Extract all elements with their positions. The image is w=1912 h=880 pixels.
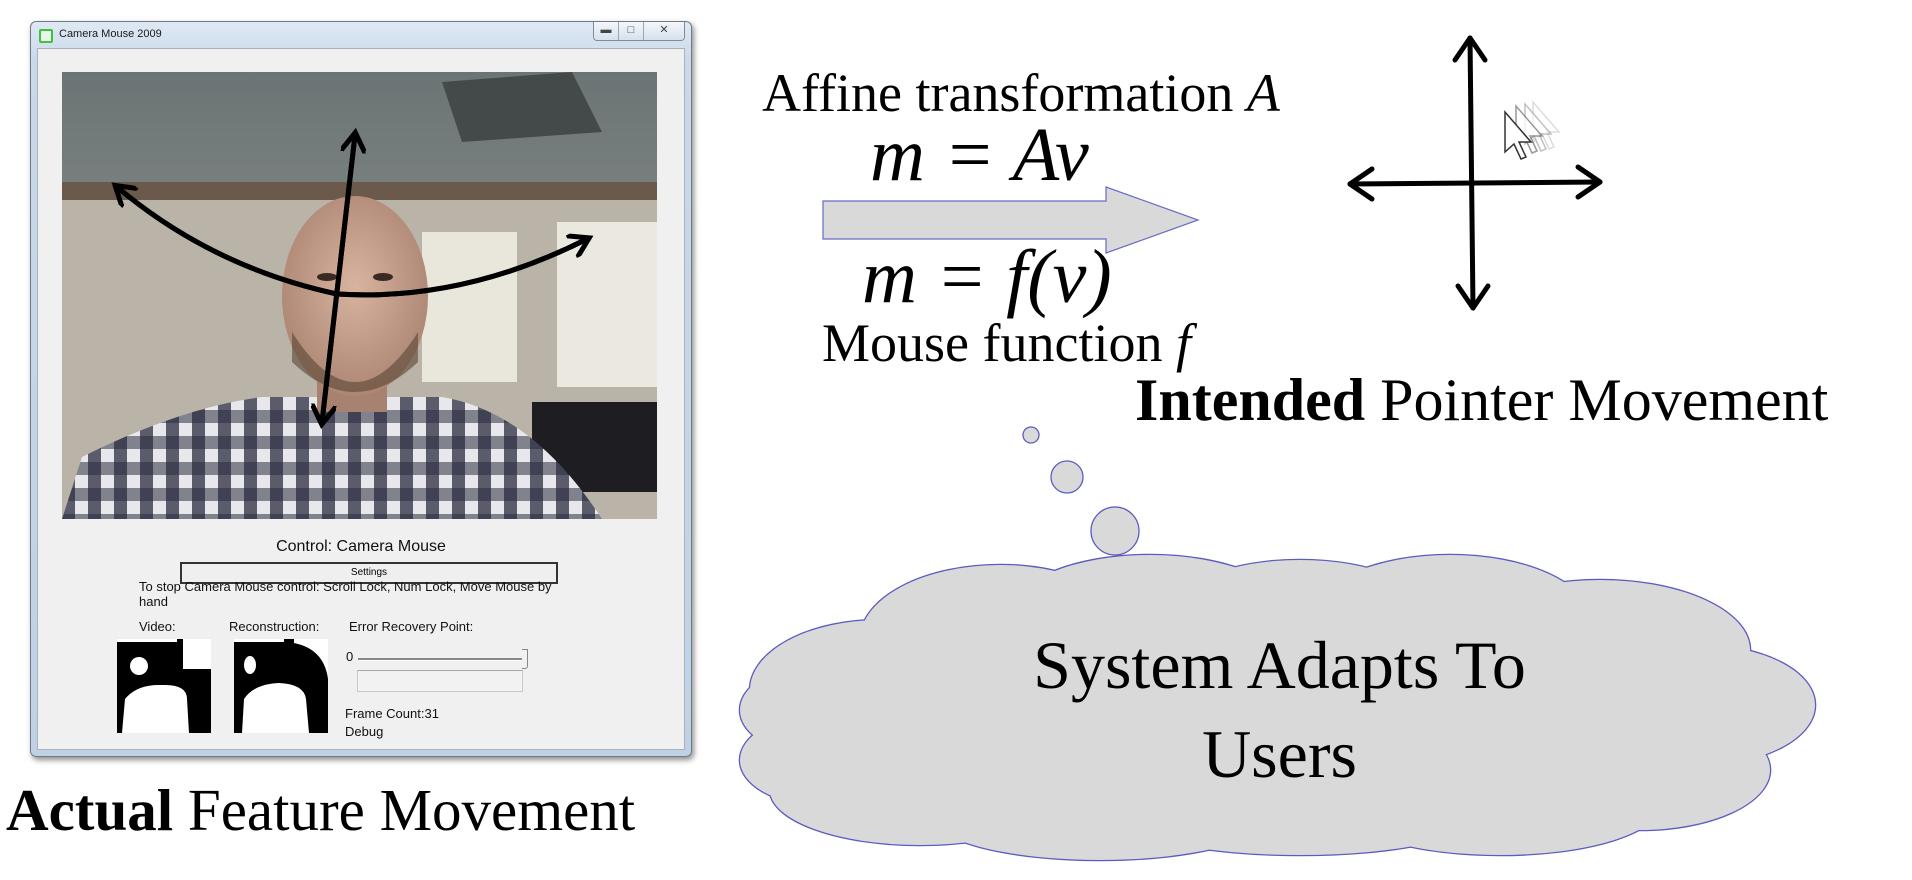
caption-rest: Feature Movement xyxy=(173,777,636,843)
mouse-function-label: Mouse function f xyxy=(822,312,1191,374)
window-client-area: Control: Camera Mouse Settings To stop C… xyxy=(37,48,685,750)
close-button[interactable]: ✕ xyxy=(643,22,684,40)
error-recovery-box xyxy=(357,670,523,692)
slider-min-label: 0 xyxy=(346,649,354,664)
wall-trim xyxy=(62,182,657,200)
error-recovery-label: Error Recovery Point: xyxy=(349,619,474,634)
window-controls: ▬ □ ✕ xyxy=(593,22,685,41)
horizontal-axis-arrow xyxy=(1347,179,1603,187)
cloud-lobe-fill xyxy=(740,670,860,750)
pointer-movement-axes xyxy=(1347,35,1603,311)
beard xyxy=(292,332,418,392)
cloud-text-line1: System Adapts To xyxy=(1033,627,1526,703)
debug-label: Debug xyxy=(345,724,384,739)
window-title: Camera Mouse 2009 xyxy=(59,28,162,40)
ceiling-light xyxy=(442,72,602,142)
webcam-scene xyxy=(62,72,657,519)
control-label: Control: Camera Mouse xyxy=(276,538,446,555)
intended-pointer-movement-caption: Intended Pointer Movement xyxy=(1135,366,1828,435)
affine-text: Affine transformation xyxy=(762,63,1247,123)
left-arrowhead-icon xyxy=(1347,166,1375,202)
up-arrowhead-icon xyxy=(1452,35,1488,63)
mouse-fn-text: Mouse function xyxy=(822,313,1176,373)
error-recovery-slider[interactable] xyxy=(358,658,526,661)
video-mask xyxy=(117,639,211,733)
horizontal-motion-arrow-left xyxy=(117,187,589,298)
equation-mouse-function: m = f(v) xyxy=(862,235,1112,319)
minimize-button[interactable]: ▬ xyxy=(594,22,618,40)
slider-thumb[interactable] xyxy=(522,649,528,669)
thought-bubble-large xyxy=(1090,506,1140,556)
equation-linear: m = Av xyxy=(870,113,1089,197)
intended-rest: Pointer Movement xyxy=(1365,367,1829,433)
reconstruction-label: Reconstruction: xyxy=(229,619,320,634)
intended-bold: Intended xyxy=(1135,367,1366,433)
left-eye xyxy=(317,273,337,281)
settings-button[interactable]: Settings xyxy=(180,562,558,584)
thought-bubble-small xyxy=(1022,426,1040,444)
maximize-button[interactable]: □ xyxy=(618,22,643,40)
shirt xyxy=(62,397,602,519)
mouse-fn-var: f xyxy=(1175,313,1191,373)
thought-bubble-medium xyxy=(1050,460,1084,494)
cursor-motion-trail-icon xyxy=(1504,99,1561,160)
frame-count: Frame Count:31 xyxy=(345,706,439,721)
video-thumbnail xyxy=(117,639,211,733)
right-arrow-shape xyxy=(822,186,1200,254)
transform-arrow xyxy=(822,186,1200,254)
reconstruction-thumbnail xyxy=(234,639,328,733)
vertical-axis-arrow xyxy=(1467,35,1476,311)
video-label: Video: xyxy=(139,619,176,634)
cloud-lobe-fill xyxy=(830,620,1670,820)
mouse-cursor-icon xyxy=(1504,109,1533,160)
caption-bold: Actual xyxy=(6,777,174,843)
stop-instructions-line2: hand xyxy=(139,594,168,609)
app-icon xyxy=(39,29,53,43)
webcam-video-feed xyxy=(62,72,657,519)
camera-mouse-window: Camera Mouse 2009 ▬ □ ✕ xyxy=(30,21,692,757)
right-eye xyxy=(373,273,393,281)
affine-var: A xyxy=(1246,63,1280,123)
stop-instructions-line1: To stop Camera Mouse control: Scroll Loc… xyxy=(139,579,552,594)
reconstruction-mask xyxy=(234,639,328,733)
affine-transformation-label: Affine transformation A xyxy=(762,62,1280,124)
down-arrowhead-icon xyxy=(1455,283,1491,311)
cloud-text-line2: Users xyxy=(1202,716,1357,792)
vertical-motion-arrow-down xyxy=(322,134,358,422)
poster-1 xyxy=(422,232,517,382)
right-arrowhead-icon xyxy=(1575,164,1603,200)
actual-feature-movement-caption: Actual Feature Movement xyxy=(6,776,635,845)
